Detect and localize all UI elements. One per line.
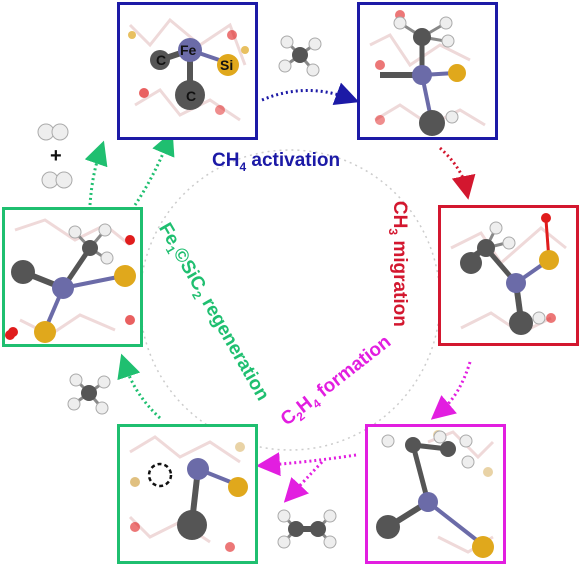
- methane-molecule: [278, 35, 322, 77]
- panel-c2h4-formation: [365, 424, 506, 564]
- carbon-atom: [175, 80, 205, 110]
- arrow-regeneration-3: [133, 130, 175, 206]
- label-ch4-activation: CH4 activation: [212, 150, 341, 174]
- panel-fe-sic2-initial: C Fe Si C: [117, 2, 258, 140]
- label-si: Si: [220, 57, 233, 73]
- label-fe: Fe: [180, 42, 197, 58]
- panel-ch4-activated: [357, 2, 498, 140]
- panel-ch3-migration: [438, 205, 579, 346]
- arrow-formation-1: [430, 361, 472, 420]
- label-ch3-migration: CH3 migration: [386, 200, 410, 327]
- arrow-activation: [261, 82, 360, 106]
- panel-regenerated: [2, 207, 143, 347]
- label-c: C: [156, 52, 166, 68]
- panel-vacancy: [117, 424, 258, 564]
- hydrogen-molecules: [37, 123, 73, 189]
- arrow-migration: [438, 146, 476, 200]
- methane-molecule: [67, 373, 111, 415]
- carbon-atom: [150, 50, 170, 70]
- ethylene-molecule: [277, 509, 337, 549]
- arrow-formation-2: [256, 452, 357, 477]
- arrow-regeneration-1: [117, 353, 162, 420]
- plus-sign: +: [50, 145, 62, 167]
- vacancy-site: [147, 462, 173, 488]
- iron-atom: [178, 38, 202, 62]
- silicon-atom: [217, 54, 239, 76]
- arrow-ethylene-release: [283, 460, 324, 503]
- arrow-regeneration-2: [84, 140, 108, 206]
- label-c: C: [186, 88, 196, 104]
